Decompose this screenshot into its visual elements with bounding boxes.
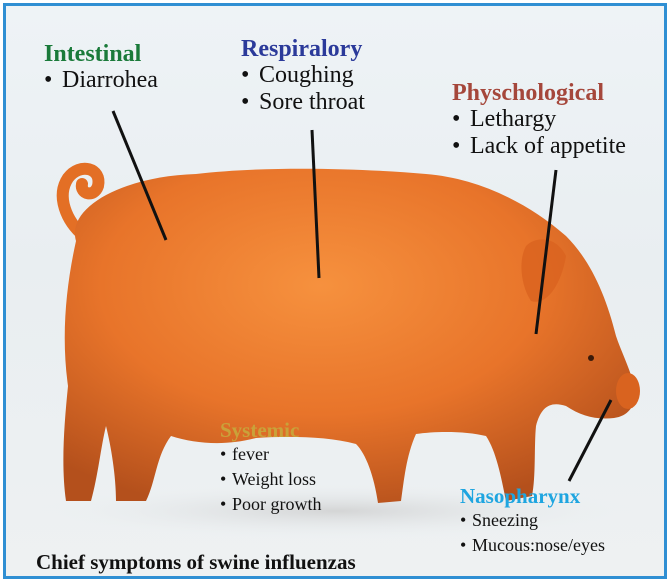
intestinal-heading: Intestinal [44, 41, 158, 67]
respiratory-item: •Sore throat [241, 89, 365, 116]
systemic-item: •fever [220, 442, 322, 467]
psychological-item: •Lack of appetite [452, 133, 626, 160]
nasopharynx-group: Nasopharynx •Sneezing •Mucous:nose/eyes [460, 484, 605, 558]
respiratory-heading: Respiralory [241, 36, 365, 62]
nasopharynx-item: •Sneezing [460, 508, 605, 533]
systemic-item: •Poor growth [220, 492, 322, 517]
systemic-group: Systemic •fever •Weight loss •Poor growt… [220, 418, 322, 517]
respiratory-item: •Coughing [241, 62, 365, 89]
diagram-caption: Chief symptoms of swine influenzas [36, 550, 356, 575]
systemic-item: •Weight loss [220, 467, 322, 492]
intestinal-group: Intestinal •Diarrohea [44, 41, 158, 94]
systemic-heading: Systemic [220, 418, 322, 442]
nasopharynx-heading: Nasopharynx [460, 484, 605, 508]
psychological-item: •Lethargy [452, 106, 626, 133]
respiratory-group: Respiralory •Coughing •Sore throat [241, 36, 365, 116]
psychological-group: Physchological •Lethargy •Lack of appeti… [452, 80, 626, 160]
pig-eye [588, 355, 594, 361]
intestinal-item: •Diarrohea [44, 67, 158, 94]
nasopharynx-item: •Mucous:nose/eyes [460, 533, 605, 558]
diagram-frame: Intestinal •Diarrohea Respiralory •Cough… [3, 3, 667, 579]
psychological-heading: Physchological [452, 80, 626, 106]
pig-snout [616, 373, 640, 409]
